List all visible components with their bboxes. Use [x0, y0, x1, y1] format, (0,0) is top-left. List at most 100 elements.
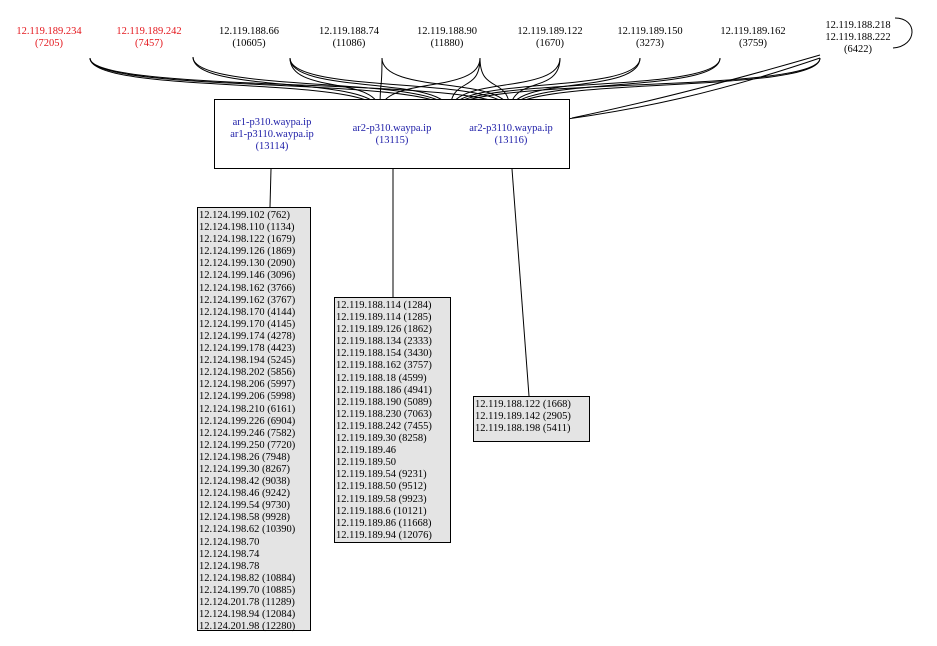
top-node-ip: 12.119.189.242 [116, 26, 182, 37]
router-num: (13114) [255, 141, 289, 152]
address-row: 12.124.198.58 (9928) [199, 512, 290, 524]
router-name: ar1-p310.waypa.ip [232, 117, 312, 128]
address-row: 12.119.189.30 (8258) [336, 433, 427, 445]
address-row: 12.124.199.70 (10885) [199, 584, 296, 596]
address-row: 12.124.201.98 (12280) [199, 621, 296, 633]
address-row: 12.124.199.246 (7582) [199, 427, 296, 439]
router-num: (13116) [494, 135, 528, 146]
router-node-0: ar1-p310.waypa.ip ar1-p3110.waypa.ip (13… [216, 117, 328, 153]
address-row: 12.119.188.162 (3757) [336, 360, 432, 372]
top-node-num: (7205) [35, 38, 63, 49]
address-row: 12.124.198.162 (3766) [199, 282, 296, 294]
address-row: 12.124.198.26 (7948) [199, 451, 290, 463]
top-node-num: (3759) [739, 38, 767, 49]
address-row: 12.124.199.30 (8267) [199, 463, 290, 475]
edge-router-list-3 [511, 168, 530, 397]
address-row: 12.119.189.86 (11668) [336, 517, 432, 529]
edge-self-loop [892, 17, 913, 49]
address-row: 12.124.198.122 (1679) [199, 234, 296, 246]
address-row: 12.119.189.58 (9923) [336, 493, 427, 505]
address-row: 12.124.198.194 (5245) [199, 355, 296, 367]
top-node-1: 12.119.189.242 (7457) [100, 26, 198, 50]
edge-right-1 [571, 54, 821, 119]
top-node-num: (7457) [135, 38, 163, 49]
address-list-box-3: 12.119.188.122 (1668)12.119.189.142 (290… [473, 396, 590, 442]
address-row: 12.124.198.62 (10390) [199, 524, 296, 536]
address-row: 12.124.199.174 (4278) [199, 330, 296, 342]
address-row: 12.124.198.70 [199, 536, 260, 548]
address-row: 12.119.188.186 (4941) [336, 384, 432, 396]
address-row: 12.119.189.142 (2905) [475, 411, 571, 423]
address-row: 12.119.188.230 (7063) [336, 408, 432, 420]
address-row: 12.119.188.190 (5089) [336, 396, 432, 408]
top-node-num: (11880) [430, 38, 464, 49]
router-node-1: ar2-p310.waypa.ip (13115) [336, 123, 448, 147]
address-row: 12.119.189.114 (1285) [336, 312, 432, 324]
top-node-ip: 12.119.188.66 [219, 26, 279, 37]
top-node-6: 12.119.189.150 (3273) [601, 26, 699, 50]
address-row: 12.124.198.78 [199, 560, 260, 572]
address-row: 12.124.199.146 (3096) [199, 270, 296, 282]
router-num: (13115) [375, 135, 409, 146]
edge-router-list-1 [269, 168, 272, 208]
edge-right-2 [544, 57, 821, 123]
address-row: 12.124.199.226 (6904) [199, 415, 296, 427]
top-node-ip: 12.119.188.74 [319, 26, 379, 37]
top-node-ip: 12.119.189.162 [720, 26, 786, 37]
address-row: 12.124.199.102 (762) [199, 210, 290, 221]
top-right-num: (6422) [844, 44, 872, 55]
top-node-num: (1670) [536, 38, 564, 49]
address-row: 12.124.199.250 (7720) [199, 439, 296, 451]
top-right-line2: 12.119.188.222 [825, 32, 891, 43]
address-row: 12.124.199.178 (4423) [199, 343, 296, 355]
top-node-num: (11086) [332, 38, 366, 49]
top-node-ip: 12.119.189.122 [517, 26, 583, 37]
address-row: 12.124.198.110 (1134) [199, 222, 295, 234]
address-list-box-2: 12.119.188.114 (1284)12.119.189.114 (128… [334, 297, 451, 543]
address-row: 12.124.199.206 (5998) [199, 391, 296, 403]
top-node-2: 12.119.188.66 (10605) [200, 26, 298, 50]
address-row: 12.124.201.78 (11289) [199, 597, 295, 608]
top-node-num: (3273) [636, 38, 664, 49]
router-name: ar2-p310.waypa.ip [352, 123, 432, 134]
address-list-box-1: 12.124.199.102 (762)12.124.198.110 (1134… [197, 207, 311, 633]
address-row: 12.124.198.74 [199, 548, 260, 560]
address-row: 12.124.199.126 (1869) [199, 246, 296, 258]
address-row: 12.119.189.126 (1862) [336, 324, 432, 336]
top-right-line1: 12.119.188.218 [825, 20, 891, 31]
top-node-ip: 12.119.189.150 [617, 26, 683, 37]
address-row: 12.124.199.162 (3767) [199, 294, 296, 306]
router-group-box [214, 99, 570, 169]
address-row: 12.119.188.242 (7455) [336, 420, 432, 432]
address-row: 12.124.198.170 (4144) [199, 306, 296, 318]
top-node-0: 12.119.189.234 (7205) [0, 26, 98, 50]
address-row: 12.119.188.154 (3430) [336, 348, 432, 360]
top-node-4: 12.119.188.90 (11880) [398, 26, 496, 50]
address-row: 12.124.198.94 (12084) [199, 609, 296, 621]
address-row: 12.119.188.50 (9512) [336, 481, 427, 493]
address-row: 12.119.188.6 (10121) [336, 505, 427, 517]
address-row: 12.119.189.46 [336, 445, 396, 457]
address-row: 12.119.189.50 [336, 457, 396, 469]
top-node-ip: 12.119.188.90 [417, 26, 477, 37]
address-row: 12.124.199.130 (2090) [199, 258, 296, 270]
address-row: 12.119.188.114 (1284) [336, 300, 432, 311]
top-node-5: 12.119.189.122 (1670) [501, 26, 599, 50]
address-row: 12.119.188.122 (1668) [475, 399, 571, 410]
address-row: 12.124.199.170 (4145) [199, 318, 296, 330]
address-row: 12.124.199.54 (9730) [199, 500, 290, 512]
address-row: 12.124.198.42 (9038) [199, 476, 290, 488]
router-node-2: ar2-p3110.waypa.ip (13116) [449, 123, 573, 147]
address-row: 12.124.198.202 (5856) [199, 367, 296, 379]
address-row: 12.119.188.134 (2333) [336, 336, 432, 348]
top-node-ip: 12.119.189.234 [16, 26, 82, 37]
address-row: 12.124.198.210 (6161) [199, 403, 296, 415]
top-node-3: 12.119.188.74 (11086) [300, 26, 398, 50]
router-name: ar2-p3110.waypa.ip [469, 123, 553, 134]
top-node-num: (10605) [232, 38, 266, 49]
top-right-node: 12.119.188.218 12.119.188.222 (6422) [808, 20, 908, 56]
address-row: 12.124.198.206 (5997) [199, 379, 296, 391]
address-row: 12.124.198.82 (10884) [199, 572, 296, 584]
